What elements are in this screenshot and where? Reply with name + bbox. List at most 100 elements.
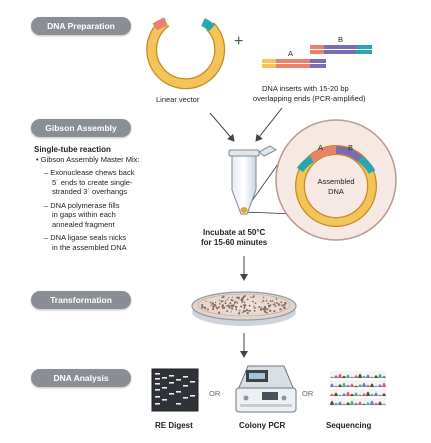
colony-dot: [211, 302, 214, 305]
trace-peak: [370, 400, 374, 405]
trace-peak: [338, 373, 342, 378]
colony-dot: [231, 304, 235, 308]
colony-dot: [281, 305, 284, 307]
colony-dot: [258, 306, 261, 308]
colony-dot: [222, 295, 225, 299]
colony-dot: [237, 296, 240, 300]
colony-dot: [231, 296, 233, 298]
section-transformation: Transformation: [31, 291, 131, 309]
dna-inserts-icon: [262, 45, 372, 68]
trace-peak: [350, 393, 354, 396]
colony-dot: [201, 304, 204, 307]
gel-band: [190, 381, 195, 383]
colony-dot: [217, 306, 220, 309]
trace-peak: [382, 382, 386, 387]
trace-peak: [370, 376, 374, 378]
colony-dot: [210, 304, 212, 307]
colony-dot: [275, 298, 278, 300]
incubate-line2: for 15-60 minutes: [201, 238, 268, 247]
colony-dot: [272, 303, 275, 306]
colony-dot: [216, 307, 219, 310]
assembled-dna-line2: DNA: [328, 187, 344, 196]
trace-peak: [334, 375, 338, 378]
single-tube-heading: Single-tube reaction: [34, 145, 111, 154]
trace-peak: [354, 392, 358, 396]
gel-band: [162, 377, 167, 379]
colony-dot: [241, 297, 244, 300]
colony-dot: [226, 298, 229, 301]
trace-peak: [374, 402, 378, 405]
trace-peak: [354, 375, 358, 378]
inserts-caption-line1: DNA inserts with 15-20 bp: [262, 84, 349, 93]
colony-dot: [239, 305, 242, 308]
trace-peak: [334, 385, 338, 387]
insert-a-label: A: [288, 49, 294, 58]
colony-dot: [269, 300, 272, 303]
colony-dot: [234, 305, 238, 309]
trace-peak: [338, 394, 342, 396]
colony-dot: [239, 299, 241, 301]
trace-peak: [366, 391, 370, 396]
trace-peak: [362, 393, 366, 396]
trace-peak: [342, 403, 346, 405]
colony-dot: [238, 309, 241, 312]
colony-dot: [222, 300, 224, 302]
trace-peak: [330, 393, 334, 396]
colony-dot: [283, 303, 286, 306]
sequencing-label: Sequencing: [326, 421, 372, 430]
trace-peak: [358, 384, 362, 387]
colony-dot: [265, 311, 268, 314]
gel-band: [162, 399, 167, 401]
colony-dot: [263, 310, 266, 313]
colony-dot: [214, 301, 217, 304]
colony-dot: [262, 296, 265, 299]
colony-dot: [277, 304, 280, 306]
gel-band: [183, 397, 188, 399]
colony-dot: [273, 304, 276, 306]
trace-peak: [338, 401, 342, 405]
trace-peak: [358, 394, 362, 396]
colony-dot: [213, 304, 216, 307]
sequencing-chromatogram-icon: [330, 371, 386, 406]
trace-peak: [330, 400, 334, 405]
colony-dot: [248, 309, 252, 312]
gel-band: [162, 387, 167, 389]
circle-b-label: B: [348, 143, 354, 152]
trace-peak: [346, 402, 350, 405]
trace-peak: [378, 394, 382, 396]
linear-vector-icon: [146, 17, 226, 90]
trace-peak: [374, 392, 378, 396]
colony-dot: [269, 309, 272, 312]
colony-dot: [253, 309, 256, 312]
colony-dot: [276, 302, 279, 305]
colony-dot: [250, 296, 252, 298]
colony-dot: [235, 296, 238, 299]
colony-dot: [241, 301, 244, 303]
colony-dot: [243, 307, 246, 310]
trace-peak: [354, 385, 358, 387]
colony-dot: [268, 305, 271, 308]
colony-dot: [273, 302, 276, 304]
colony-dot: [283, 306, 286, 310]
colony-dot: [209, 301, 212, 304]
step-polymerase: – DNA polymerase fills in gaps within ea…: [44, 200, 120, 229]
colony-dot: [273, 310, 276, 313]
section-gibson-assembly: Gibson Assembly: [31, 119, 131, 137]
trace-peak: [346, 374, 350, 378]
trace-peak: [382, 393, 386, 396]
trace-peak: [362, 403, 366, 405]
trace-peak: [378, 384, 382, 387]
trace-peak: [350, 383, 354, 387]
colony-dot: [233, 302, 236, 304]
colony-dot: [252, 296, 254, 299]
colony-dot: [265, 299, 268, 302]
trace-peak: [366, 374, 370, 378]
gel-band: [183, 376, 188, 378]
gel-band: [155, 403, 160, 405]
colony-dot: [254, 302, 257, 305]
gel-band: [190, 395, 195, 397]
colony-dot: [259, 308, 263, 311]
colony-dot: [247, 312, 249, 314]
colony-dot: [245, 308, 249, 312]
